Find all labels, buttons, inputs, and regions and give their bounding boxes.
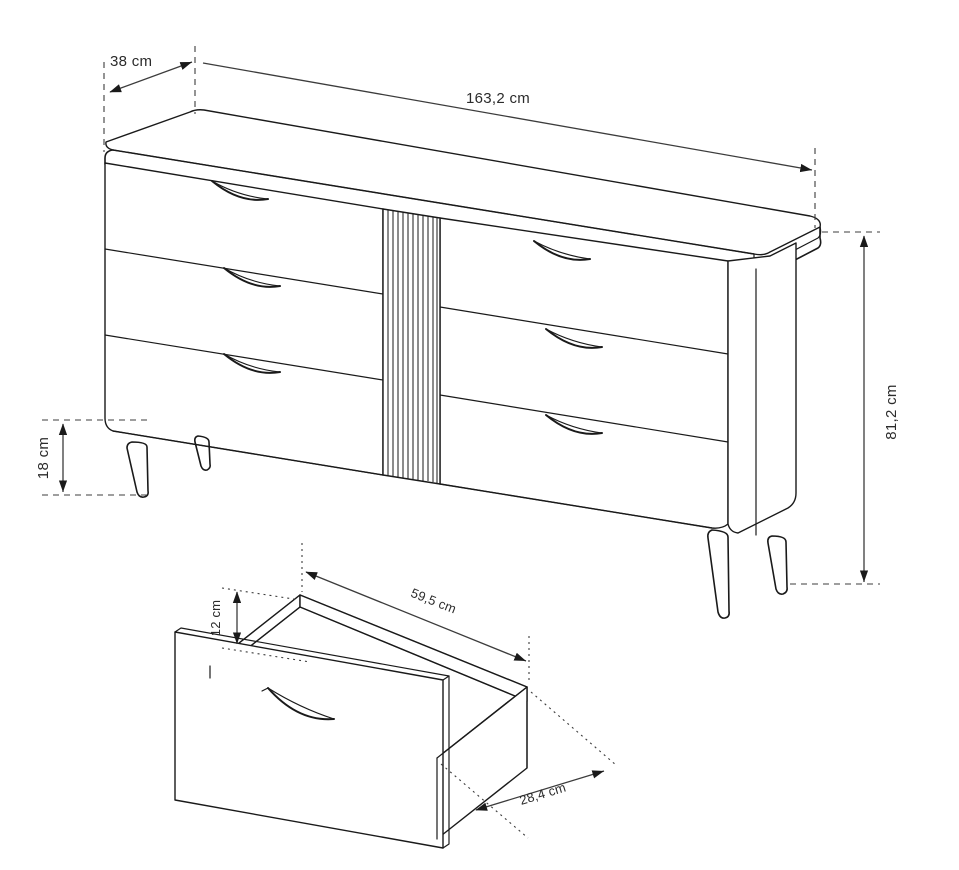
dimension-leg-height: 18 cm (35, 419, 148, 496)
leg-front-right (707, 529, 730, 619)
dimension-label-height: 81,2 cm (883, 384, 900, 439)
drawer-left-bank (104, 180, 384, 381)
fluted-panel-ribs (387, 210, 438, 483)
dimension-label-drawer-depth: 28,4 cm (518, 780, 568, 808)
dimension-label-leg-height: 18 cm (35, 437, 52, 479)
leg-front-left (126, 441, 149, 498)
cabinet-body-left-front (104, 162, 384, 476)
dimension-width: 163,2 cm (202, 62, 816, 228)
cabinet-legs (126, 435, 788, 619)
drawer-left-top[interactable] (104, 180, 384, 295)
drawer-right-middle[interactable] (439, 328, 729, 443)
dimension-label-depth: 38 cm (110, 53, 152, 70)
drawer-right-top[interactable] (439, 240, 729, 355)
drawer-detail-assembly (174, 594, 528, 849)
drawer-right-bank (439, 240, 729, 443)
dimension-height: 81,2 cm (790, 231, 900, 585)
cabinet-right-side-panel (727, 242, 797, 536)
dimension-label-drawer-width: 59,5 cm (409, 585, 459, 616)
dimension-depth: 38 cm (103, 46, 196, 152)
drawer-right-bottom[interactable] (545, 414, 603, 435)
drawer-detail-handle[interactable] (261, 687, 335, 721)
dimension-label-drawer-height: 12 cm (208, 600, 223, 636)
dimension-drawer-height: 12 cm (208, 587, 311, 663)
drawer-left-bottom[interactable] (223, 353, 281, 374)
fluted-panel (382, 208, 441, 485)
leg-back-left (194, 435, 211, 471)
dimension-label-width: 163,2 cm (466, 90, 530, 107)
cabinet-assembly (104, 109, 822, 619)
drawer-left-middle[interactable] (104, 267, 384, 381)
cabinet-body-right-front (439, 217, 729, 529)
leg-back-right (767, 535, 788, 595)
